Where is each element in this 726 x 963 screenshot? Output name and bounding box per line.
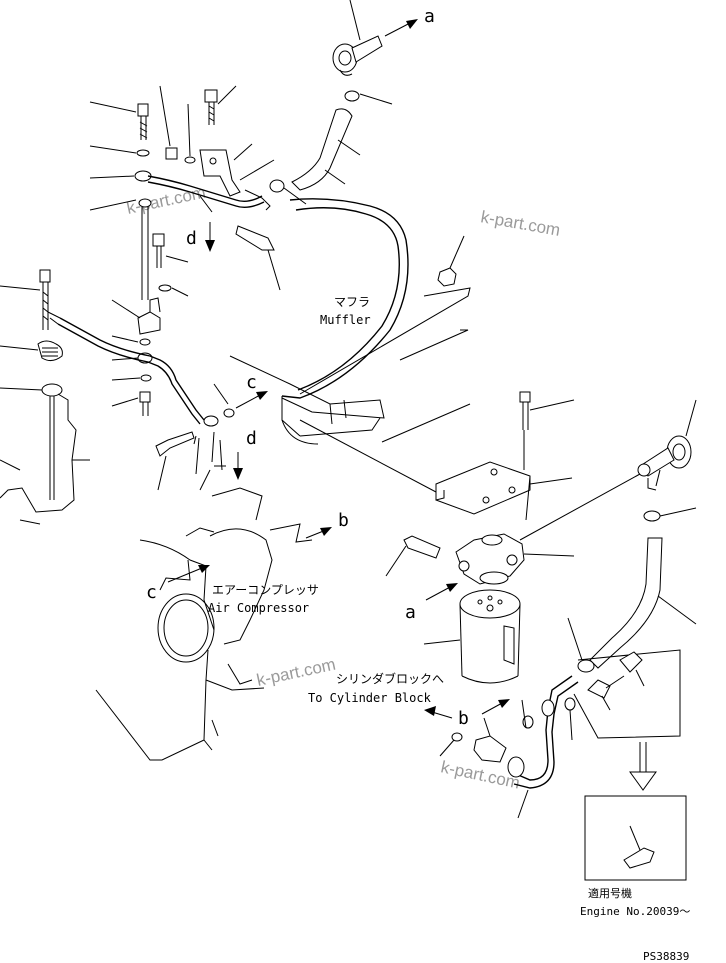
arrow-c-left-head bbox=[198, 565, 210, 573]
label-cylinder-block-en: To Cylinder Block bbox=[308, 691, 432, 705]
label-engine-no: Engine No.20039～ bbox=[580, 905, 690, 918]
air-compressor bbox=[95, 469, 273, 761]
left-pipe-assembly bbox=[0, 269, 63, 500]
pressure-switch bbox=[439, 717, 507, 763]
bolt-washer-mid-upper bbox=[159, 85, 196, 164]
arrow-a-top bbox=[384, 21, 413, 37]
watermark-3: k-part.com bbox=[255, 655, 337, 690]
label-air-compressor-en: Air Compressor bbox=[208, 601, 309, 615]
nut-muffler bbox=[437, 235, 465, 287]
arrow-c-mid bbox=[235, 393, 263, 409]
engine-block-outline bbox=[0, 393, 77, 513]
hose-upper bbox=[291, 108, 353, 191]
arrow-a-bottom bbox=[425, 585, 453, 601]
arrow-a-top-head bbox=[406, 19, 418, 29]
callout-d-lower: d bbox=[246, 428, 257, 449]
arrow-b-mid-head bbox=[320, 527, 332, 536]
label-muffler-en: Muffler bbox=[320, 313, 371, 327]
bolt-bracket-top bbox=[519, 391, 575, 470]
arrow-d-upper-head bbox=[205, 240, 215, 252]
hose-clamp-lower bbox=[577, 659, 595, 673]
arrow-b-bottom-right-head bbox=[498, 699, 510, 708]
detail-inset-box bbox=[584, 795, 687, 881]
bolt-stack-upper-left bbox=[89, 101, 152, 211]
watermark-2: k-part.com bbox=[479, 207, 561, 240]
filter-head bbox=[455, 533, 575, 585]
tube-middle bbox=[59, 317, 205, 421]
long-bolt-mid bbox=[235, 225, 281, 291]
hose-clamp-upper bbox=[269, 179, 285, 193]
arrow-a-bottom-head bbox=[446, 583, 458, 592]
arrow-b-bottom-left-head bbox=[424, 706, 436, 716]
callout-a-bottom: a bbox=[405, 602, 416, 623]
top-elbow-fitting bbox=[332, 0, 383, 76]
detail-bolt bbox=[623, 825, 655, 869]
right-elbow-fitting bbox=[519, 399, 697, 541]
tube-upper bbox=[147, 175, 263, 203]
filter-bracket bbox=[299, 403, 573, 521]
callout-b-bottom: b bbox=[458, 708, 469, 729]
label-applicable-jp: 適用号機 bbox=[588, 886, 632, 900]
bolt-lower-left bbox=[155, 431, 226, 491]
hose-lower bbox=[589, 537, 663, 669]
tube-lower bbox=[515, 675, 573, 781]
callout-c-left: c bbox=[146, 582, 157, 603]
drawing-number: PS38839 bbox=[643, 950, 689, 963]
muffler bbox=[229, 198, 471, 445]
bracket-upper bbox=[199, 143, 275, 197]
oil-filter-cartridge bbox=[423, 589, 521, 684]
label-air-compressor-jp: エアーコンプレッサ bbox=[212, 583, 319, 597]
callout-a-top: a bbox=[424, 6, 435, 27]
detail-inset-fittings bbox=[573, 649, 681, 739]
bolt-stack-left-middle bbox=[111, 198, 189, 416]
label-muffler-jp: マフラ bbox=[334, 295, 370, 309]
bolt-vertical-top bbox=[204, 85, 237, 125]
hose-clip-top bbox=[344, 90, 393, 105]
arrow-c-left bbox=[167, 567, 203, 583]
callout-b-mid: b bbox=[338, 510, 349, 531]
arrow-d-lower-head bbox=[233, 468, 243, 480]
callout-d-upper: d bbox=[186, 228, 197, 249]
long-bolt-filter bbox=[385, 535, 441, 577]
arrow-c-mid-head bbox=[256, 391, 268, 400]
inset-arrow-head bbox=[629, 771, 657, 791]
hose-clip-right bbox=[643, 507, 697, 522]
arrow-b-bottom-left bbox=[431, 711, 453, 719]
label-cylinder-block-jp: シリンダブロックへ bbox=[336, 671, 444, 686]
callout-c-mid: c bbox=[246, 372, 257, 393]
